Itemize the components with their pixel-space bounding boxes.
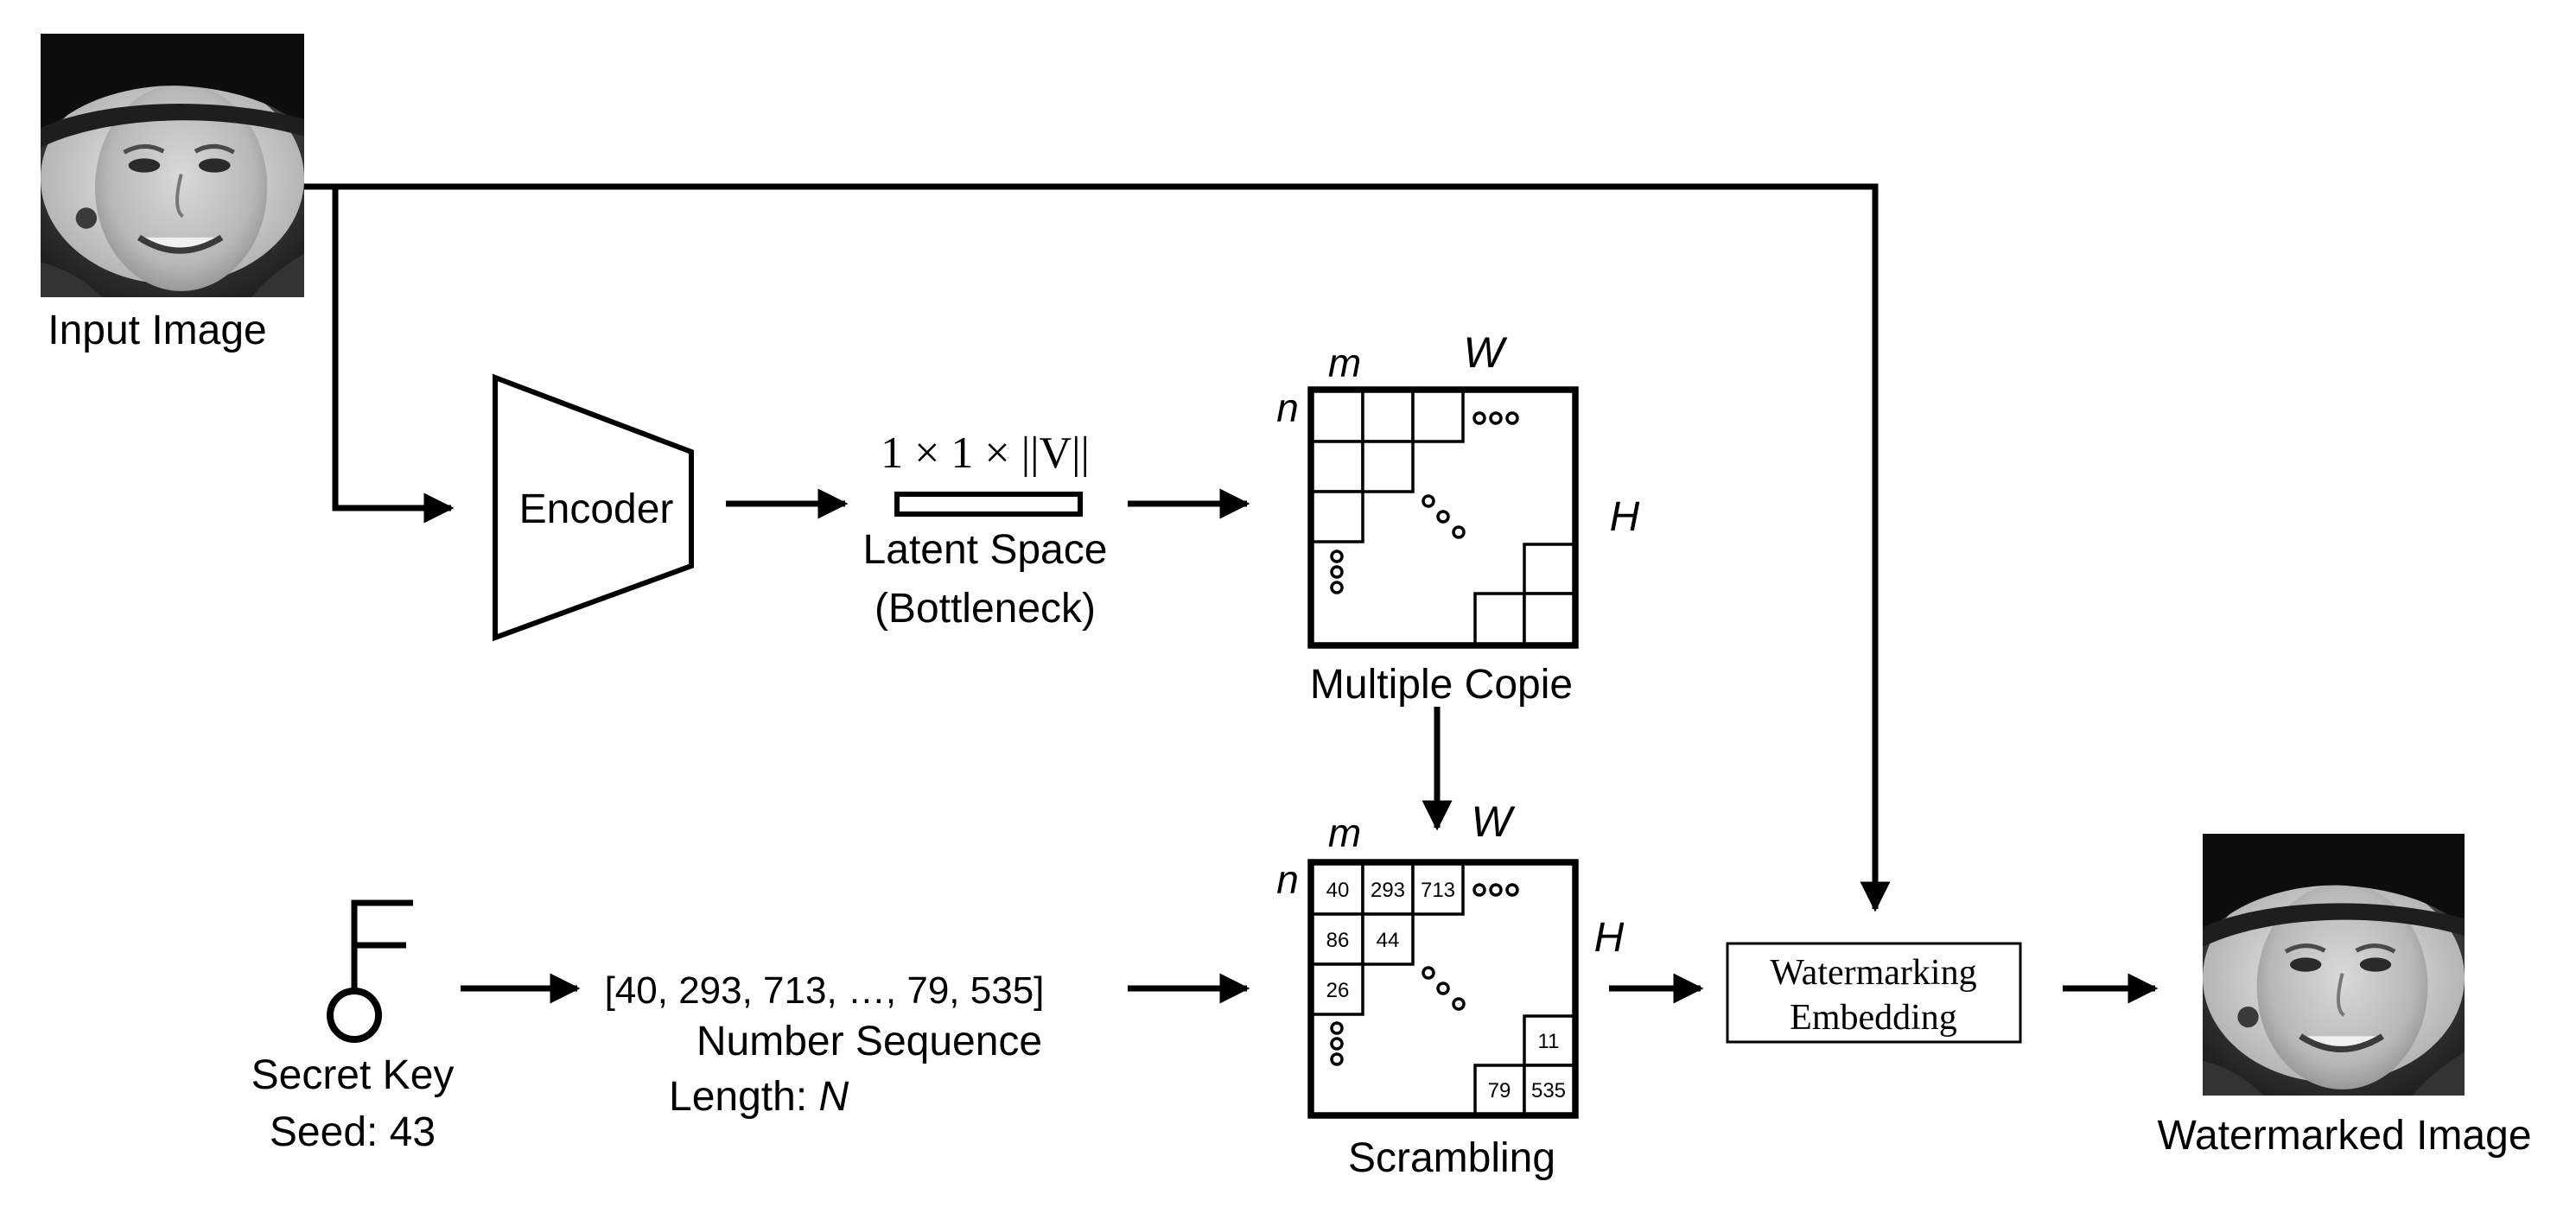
- scramble-label-W: W: [1471, 797, 1516, 846]
- copies-caption: Multiple Copie: [1310, 662, 1573, 708]
- watermarked-image: [2194, 834, 2473, 1096]
- sequence-values: [40, 293, 713, …, 79, 535]: [605, 969, 1045, 1012]
- sequence-length-var: N: [818, 1074, 849, 1120]
- embedding-line1: Watermarking: [1770, 953, 1976, 993]
- skip-connection-line: [304, 183, 1891, 912]
- sequence-length: Length: N: [669, 1074, 849, 1120]
- latent-dim-label: 1 × 1 × ||V||: [881, 429, 1090, 478]
- scramble-cell-br-right: 535: [1531, 1079, 1566, 1102]
- input-image-label: Input Image: [48, 308, 267, 353]
- scramble-cell-r1c3: 713: [1421, 879, 1455, 902]
- scramble-cell-r1c2: 293: [1371, 879, 1405, 902]
- copies-label-n: n: [1276, 385, 1299, 430]
- output-image-label: Watermarked Image: [2157, 1113, 2531, 1159]
- scrambling-grid: [1307, 859, 1579, 1119]
- sequence-length-prefix: Length:: [669, 1074, 818, 1120]
- input-to-encoder-arrow: [332, 187, 455, 524]
- copies-label-W: W: [1463, 328, 1508, 377]
- latent-label-line1: Latent Space: [863, 527, 1108, 573]
- latent-vector-bar: [894, 492, 1083, 517]
- scramble-cell-r1c1: 40: [1326, 879, 1350, 902]
- scramble-label-H: H: [1594, 915, 1625, 961]
- copies-label-H: H: [1610, 494, 1640, 540]
- scramble-label-n: n: [1276, 857, 1299, 902]
- scramble-caption: Scrambling: [1348, 1135, 1555, 1181]
- scramble-cell-r2c1: 86: [1326, 929, 1350, 952]
- copies-label-m: m: [1328, 340, 1361, 385]
- input-image: [32, 34, 313, 297]
- encoder-trapezoid: [493, 373, 694, 642]
- watermarking-embedding-box: [1726, 942, 2022, 1044]
- latent-label-line2: (Bottleneck): [875, 586, 1096, 632]
- copies-grid: [1307, 386, 1579, 649]
- secret-key-line1: Secret Key: [251, 1052, 455, 1098]
- sequence-title: Number Sequence: [696, 1019, 1042, 1064]
- encoder-label: Encoder: [519, 486, 674, 532]
- secret-key-line2: Seed: 43: [270, 1109, 436, 1155]
- scramble-cell-br-left: 79: [1488, 1079, 1511, 1102]
- scramble-cell-r3c1: 26: [1326, 979, 1350, 1002]
- scramble-cell-br-top: 11: [1538, 1030, 1560, 1053]
- embedding-line2: Embedding: [1790, 998, 1957, 1038]
- key-icon: [327, 899, 413, 1043]
- scramble-cell-r2c2: 44: [1377, 929, 1400, 952]
- scramble-label-m: m: [1328, 810, 1361, 855]
